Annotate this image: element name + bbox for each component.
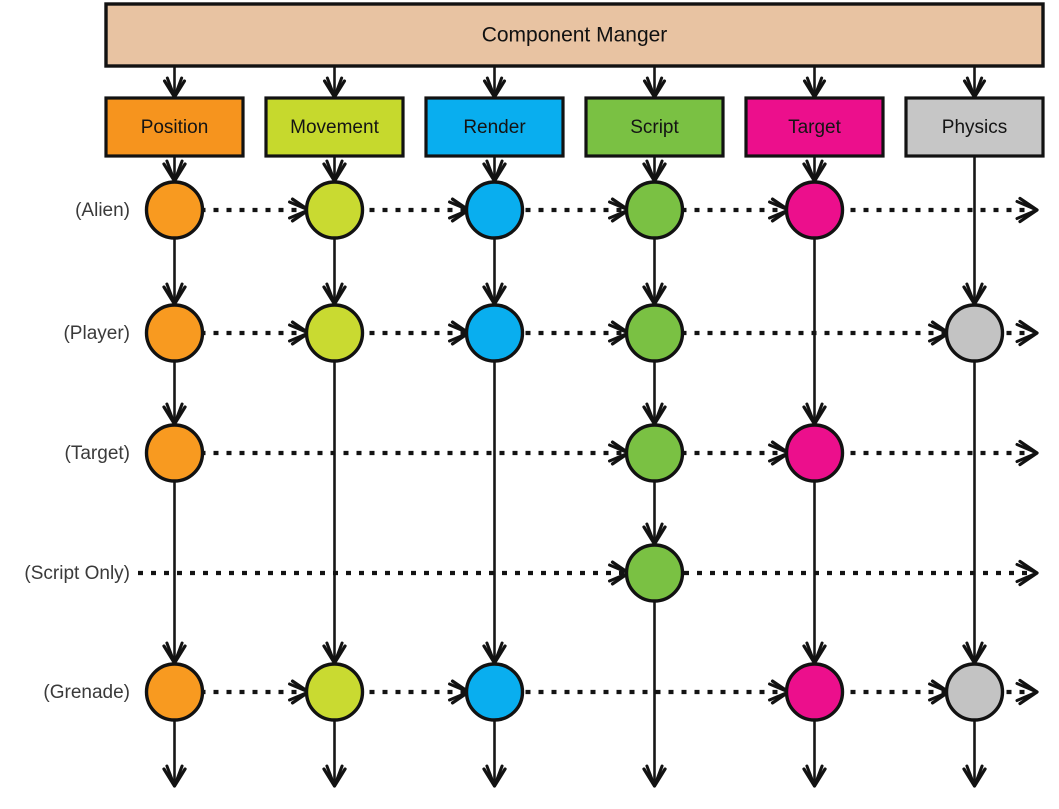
connector-layer — [138, 66, 1039, 788]
row-label-script-only: (Script Only) — [24, 563, 130, 584]
entity-node-player-render[interactable] — [464, 303, 525, 363]
entity-end-arrow-alien — [1015, 196, 1039, 224]
entity-node-alien-movement[interactable] — [304, 180, 365, 240]
component-label-movement: Movement — [290, 117, 379, 138]
component-box-render[interactable]: Render — [424, 96, 565, 158]
component-label-script: Script — [630, 117, 679, 138]
component-label-physics: Physics — [942, 117, 1007, 138]
row-label-layer: (Alien) (Player) (Target) (Script Only) (Gre… — [24, 200, 130, 703]
entity-node-alien-target[interactable] — [784, 180, 845, 240]
component-box-rect-physics — [904, 96, 1045, 158]
manager-box-rect — [104, 2, 1045, 68]
entity-node-grenade-render[interactable] — [464, 662, 525, 722]
entity-node-alien-script[interactable] — [624, 180, 685, 240]
component-box-rect-render — [424, 96, 565, 158]
column-end-arrow-render — [482, 764, 507, 788]
entity-node-player-physics[interactable] — [944, 303, 1005, 363]
component-label-render: Render — [463, 117, 526, 138]
component-box-physics[interactable]: Physics — [904, 96, 1045, 158]
entity-node-script-only-script[interactable] — [624, 543, 685, 603]
entity-node-grenade-movement[interactable] — [304, 662, 365, 722]
manager-label: Component Manger — [482, 24, 668, 47]
entity-end-arrow-player — [1015, 319, 1039, 347]
row-label-target: (Target) — [65, 443, 130, 464]
entity-node-alien-render[interactable] — [464, 180, 525, 240]
entity-node-grenade-physics[interactable] — [944, 662, 1005, 722]
entity-node-player-movement[interactable] — [304, 303, 365, 363]
component-box-rect-script — [584, 96, 725, 158]
component-box-rect-position — [104, 96, 245, 158]
column-end-arrow-movement — [322, 764, 347, 788]
component-box-movement[interactable]: Movement — [264, 96, 405, 158]
entity-node-player-script[interactable] — [624, 303, 685, 363]
component-box-target[interactable]: Target — [744, 96, 885, 158]
component-label-target: Target — [788, 117, 842, 138]
entity-node-target-script[interactable] — [624, 423, 685, 483]
column-end-arrow-physics — [962, 764, 987, 788]
component-box-position[interactable]: Position — [104, 96, 245, 158]
column-end-arrow-position — [162, 764, 187, 788]
column-end-arrow-target — [802, 764, 827, 788]
component-box-rect-target — [744, 96, 885, 158]
row-label-player: (Player) — [63, 323, 130, 344]
entity-node-alien-position[interactable] — [144, 180, 205, 240]
entity-node-layer — [144, 180, 1005, 722]
component-label-position: Position — [141, 117, 209, 138]
entity-node-grenade-position[interactable] — [144, 662, 205, 722]
entity-node-target-target[interactable] — [784, 423, 845, 483]
entity-end-arrow-grenade — [1015, 678, 1039, 706]
entity-end-arrow-target — [1015, 439, 1039, 467]
row-label-grenade: (Grenade) — [43, 682, 130, 703]
entity-end-arrow-script-only — [1015, 559, 1039, 587]
component-box-rect-movement — [264, 96, 405, 158]
entity-node-grenade-target[interactable] — [784, 662, 845, 722]
column-end-arrow-script — [642, 764, 667, 788]
entity-node-target-position[interactable] — [144, 423, 205, 483]
component-manager-box[interactable]: Component Manger — [104, 2, 1045, 68]
component-box-script[interactable]: Script — [584, 96, 725, 158]
row-label-alien: (Alien) — [75, 200, 130, 221]
entity-node-player-position[interactable] — [144, 303, 205, 363]
